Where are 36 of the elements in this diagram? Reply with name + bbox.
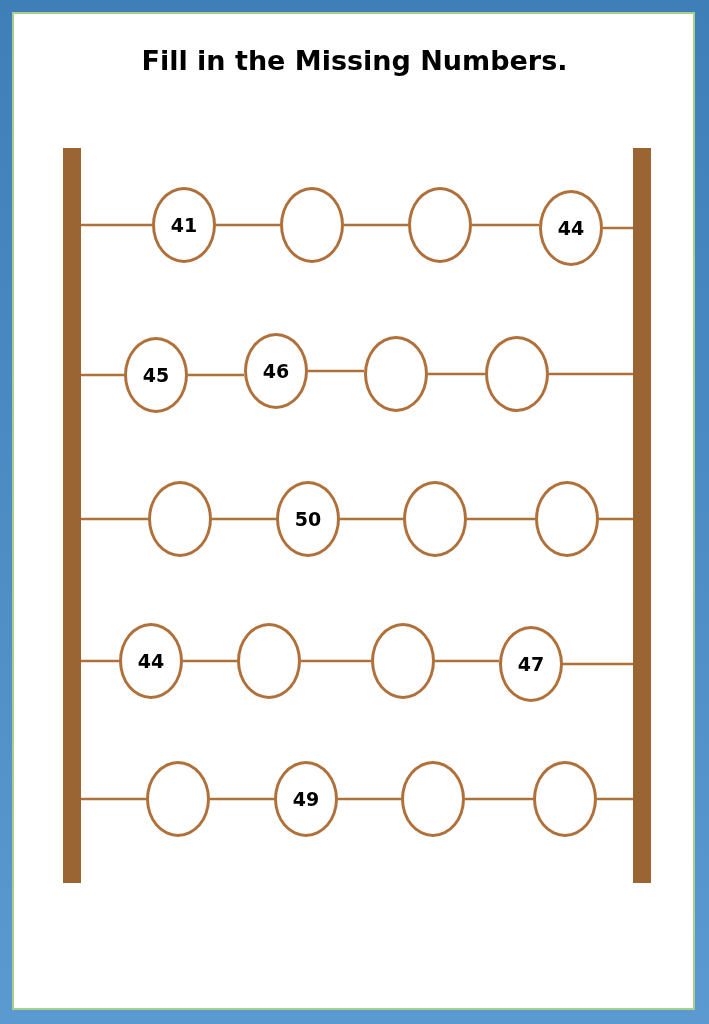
abacus-side-post	[633, 148, 651, 883]
bead-number: 46	[262, 360, 290, 382]
bead-number: 47	[517, 653, 545, 675]
abacus-wire	[563, 662, 633, 666]
bead-number: 49	[292, 788, 320, 810]
abacus-wire	[338, 797, 401, 801]
abacus-wire	[81, 797, 146, 801]
abacus-wire	[344, 223, 408, 227]
abacus-wire	[81, 517, 148, 521]
abacus-wire	[188, 373, 244, 377]
abacus-wire	[210, 797, 274, 801]
bead-number: 50	[294, 508, 322, 530]
abacus-wire	[597, 797, 633, 801]
worksheet-title: Fill in the Missing Numbers.	[140, 45, 569, 76]
abacus-wire	[183, 659, 237, 663]
abacus-wire	[435, 659, 499, 663]
abacus-wire	[81, 659, 119, 663]
bead-number: 44	[137, 650, 165, 672]
abacus-wire	[549, 372, 633, 376]
abacus-wire	[472, 223, 539, 227]
abacus-wire	[465, 797, 533, 801]
abacus-wire	[428, 372, 485, 376]
abacus-side-post	[63, 148, 81, 883]
bead-number: 44	[557, 217, 585, 239]
abacus-wire	[301, 659, 371, 663]
abacus-wire	[340, 517, 403, 521]
abacus-wire	[81, 373, 124, 377]
abacus-wire	[467, 517, 535, 521]
abacus-wire	[216, 223, 280, 227]
abacus-wire	[212, 517, 276, 521]
abacus-wire	[81, 223, 152, 227]
abacus-wire	[308, 369, 364, 373]
bead-number: 41	[170, 214, 198, 236]
abacus-wire	[599, 517, 633, 521]
abacus-wire	[603, 226, 633, 230]
bead-number: 45	[142, 364, 170, 386]
